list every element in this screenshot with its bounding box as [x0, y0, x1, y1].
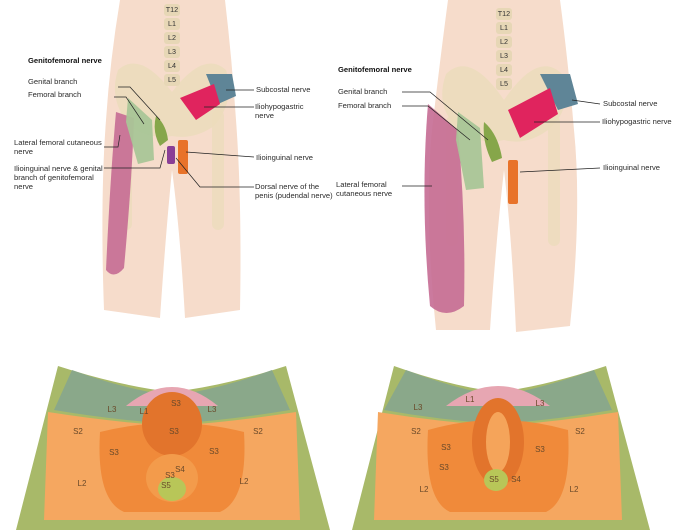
left-label-ilioinguinal-genital-wrap: Ilioinguinal nerve & genital branch of g… — [14, 164, 103, 191]
female-label-s3-right: S3 — [535, 445, 545, 454]
left-vertebra-l3: L3 — [168, 47, 176, 56]
right-vertebra-l2: L2 — [500, 37, 508, 46]
left-label-iliohypogastric: Iliohypogastric nerve — [255, 102, 304, 120]
male-label-s3-top: S3 — [171, 399, 181, 408]
male-label-s3-right: S3 — [209, 447, 219, 456]
male-label-s4: S4 — [175, 465, 185, 474]
right-lateral-femoral-zone — [424, 104, 465, 313]
female-label-s3-lower: S3 — [439, 463, 449, 472]
left-label-lateral-femoral: Lateral femoral cutaneous nerve — [14, 138, 102, 156]
male-label-s3-left: S3 — [109, 448, 119, 457]
right-vertebra-l3: L3 — [500, 51, 508, 60]
right-femur-left-side — [548, 116, 560, 246]
left-iliohypogastric-zone — [180, 84, 220, 120]
female-label-l2-right: L2 — [570, 485, 579, 494]
male-label-s2-left: S2 — [73, 427, 83, 436]
male-label-l1: L1 — [140, 407, 149, 416]
female-label-s2-right: S2 — [575, 427, 585, 436]
left-vertebra-l4: L4 — [168, 61, 176, 70]
right-label-femoral-branch: Femoral branch — [338, 101, 391, 110]
left-label-ilioinguinal: Ilioinguinal nerve — [256, 153, 313, 162]
left-genital-branch-zone — [154, 116, 168, 146]
right-femoral-branch-zone — [456, 112, 484, 190]
left-vertebra-l1: L1 — [168, 19, 176, 28]
female-label-s2-left: S2 — [411, 427, 421, 436]
right-leader-ilioinguinal — [519, 167, 601, 173]
right-figure: T12 L1 L2 L3 L4 L5 Genitofemoral nerve G… — [336, 0, 672, 332]
left-leader-femoral — [114, 96, 145, 125]
left-vertebra-l2: L2 — [168, 33, 176, 42]
female-label-l2-left: L2 — [420, 485, 429, 494]
male-label-l2-left: L2 — [78, 479, 87, 488]
left-label-genital-branch: Genital branch — [28, 77, 77, 86]
right-label-genital-branch: Genital branch — [338, 87, 387, 96]
female-l1-arc — [446, 386, 550, 406]
male-label-l2-right: L2 — [240, 477, 249, 486]
left-ilioinguinal-zone — [178, 140, 188, 174]
right-leader-genital — [402, 91, 489, 141]
right-ilioinguinal-zone — [508, 160, 518, 204]
right-label-lateral-femoral-wrap: Lateral femoral cutaneous nerve — [336, 180, 393, 198]
right-vertebra-l4: L4 — [500, 65, 508, 74]
right-genital-branch-zone — [483, 122, 502, 162]
female-label-l3-left: L3 — [414, 403, 423, 412]
right-vertebra-l5: L5 — [500, 79, 508, 88]
left-dorsal-penile-zone — [167, 146, 175, 164]
left-femur-left-side — [212, 110, 224, 230]
left-subcostal-zone — [206, 74, 236, 104]
left-leader-ilioinguinal-genital — [104, 149, 166, 169]
right-label-iliohypogastric: Iliohypogastric nerve — [602, 117, 672, 126]
left-lateral-femoral-zone — [106, 112, 134, 275]
left-femoral-branch-zone — [126, 98, 154, 164]
right-label-genitofemoral-text: Genitofemoral nerve — [338, 65, 412, 74]
right-subcostal-zone — [540, 74, 578, 110]
left-leader-ilioinguinal — [185, 151, 255, 158]
right-leader-subcostal — [571, 99, 601, 105]
female-perineum: L3 L1 L3 S2 S3 S3 S2 S3 S4 S5 L2 L2 — [352, 366, 650, 530]
left-label-subcostal: Subcostal nerve — [256, 85, 310, 94]
left-label-lateral-femoral-wrap: Lateral femoral cutaneous nerve — [14, 138, 102, 156]
right-iliohypogastric-zone — [508, 88, 558, 138]
left-label-dorsal-nerve: Dorsal nerve of the penis (pudendal nerv… — [255, 182, 333, 200]
left-label-genitofemoral: Genitofemoral nerve — [28, 56, 102, 65]
female-label-l1: L1 — [466, 395, 475, 404]
right-label-ilioinguinal: Ilioinguinal nerve — [603, 163, 660, 172]
female-label-s5: S5 — [489, 475, 499, 484]
left-leader-dorsal — [175, 157, 254, 188]
male-label-s2-right: S2 — [253, 427, 263, 436]
male-s5-center — [158, 477, 186, 501]
male-label-s3-inner: S3 — [165, 471, 175, 480]
left-label-dorsal-wrap: Dorsal nerve of the penis (pudendal nerv… — [255, 182, 333, 200]
male-perineum: L3 L1 S3 L3 S2 S3 S2 S3 S3 S4 S3 S5 L2 L… — [16, 366, 330, 530]
right-leader-femoral — [402, 105, 471, 141]
right-vertebra-t12: T12 — [498, 9, 510, 18]
left-label-iliohypogastric-wrap: Iliohypogastric nerve — [255, 102, 304, 120]
left-leader-genital — [118, 86, 161, 121]
female-labia-inner — [486, 412, 510, 472]
female-s5-center — [484, 469, 508, 491]
female-label-l3-right: L3 — [536, 399, 545, 408]
left-vertebra-l5: L5 — [168, 75, 176, 84]
left-leader-lateral — [104, 134, 121, 148]
left-spine — [164, 4, 180, 86]
left-label-femoral-branch: Femoral branch — [28, 90, 81, 99]
female-label-s4: S4 — [511, 475, 521, 484]
right-spine — [496, 8, 512, 90]
left-figure: T12 L1 L2 L3 L4 L5 Genitofemoral nerve G… — [14, 0, 333, 318]
male-scrotum-shape — [142, 392, 202, 456]
left-label-ilioinguinal-genital: Ilioinguinal nerve & genital branch of g… — [14, 164, 103, 191]
male-label-s5: S5 — [161, 481, 171, 490]
right-label-subcostal: Subcostal nerve — [603, 99, 657, 108]
male-label-l3-right: L3 — [208, 405, 217, 414]
right-label-genitofemoral: Genitofemoral nerve — [338, 65, 412, 74]
right-vertebra-l1: L1 — [500, 23, 508, 32]
male-label-l3-left: L3 — [108, 405, 117, 414]
left-label-genitofemoral-text: Genitofemoral nerve — [28, 56, 102, 65]
right-label-iliohypogastric-wrap: Iliohypogastric nerve — [602, 117, 672, 126]
male-label-s3-center: S3 — [169, 427, 179, 436]
female-label-s3-left: S3 — [441, 443, 451, 452]
right-label-lateral-femoral: Lateral femoral cutaneous nerve — [336, 180, 393, 198]
left-vertebra-t12: T12 — [166, 5, 178, 14]
